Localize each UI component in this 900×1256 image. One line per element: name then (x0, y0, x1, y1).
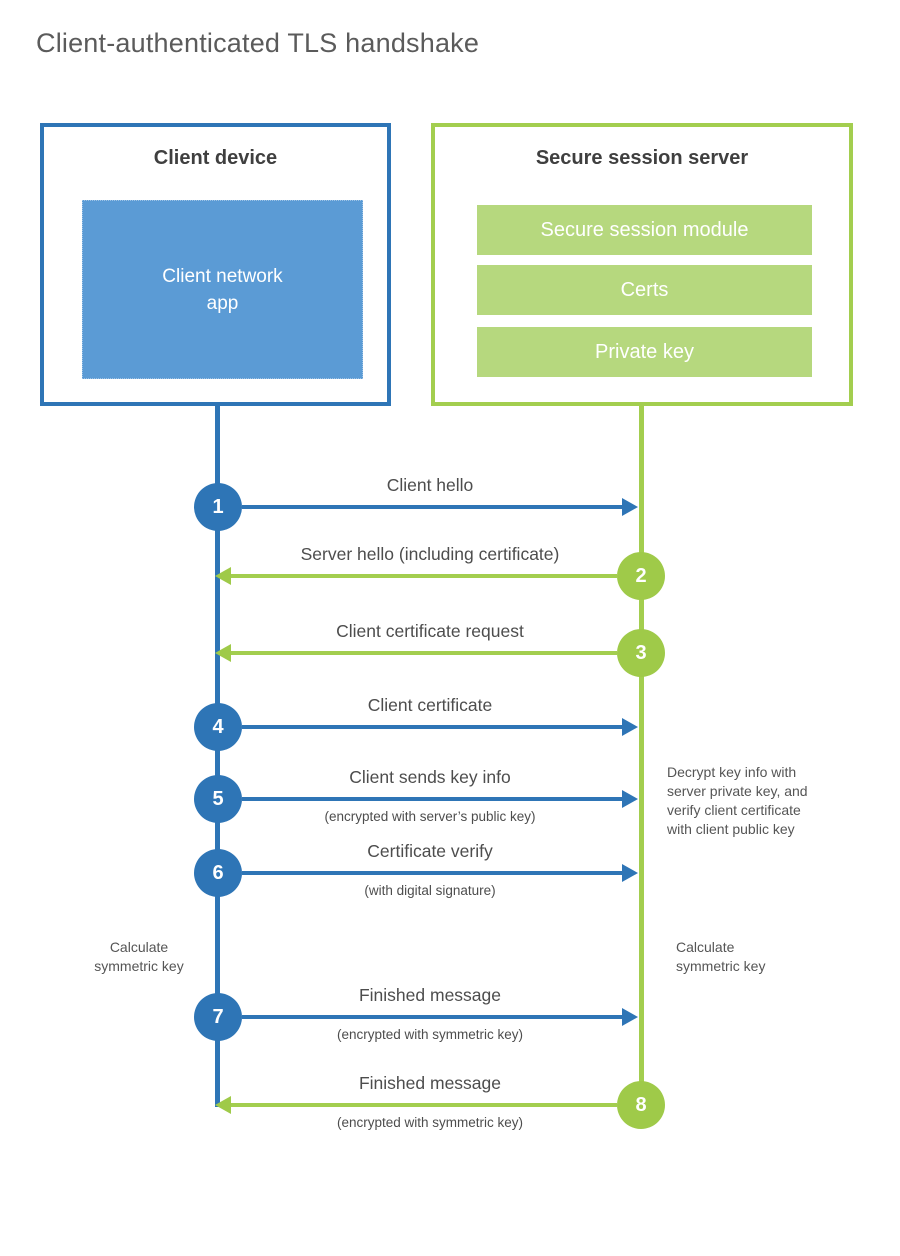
step-8-label: Finished message (358, 1073, 502, 1093)
step-7-arrow (242, 1015, 623, 1019)
calculate-symmetric-key-note-server: Calculate symmetric key (676, 939, 766, 974)
step-7-label: Finished message (358, 985, 502, 1005)
server-module-certs: Certs (477, 265, 812, 315)
step-1-badge: 1 (194, 483, 242, 531)
step-5-arrow (242, 797, 623, 801)
arrowhead-right-icon (622, 790, 638, 808)
secure-session-server-title: Secure session server (535, 147, 749, 169)
page-title: Client-authenticated TLS handshake (36, 28, 480, 58)
step-5-label: Client sends key info (349, 767, 511, 787)
step-4-arrow (242, 725, 623, 729)
server-module-secure-session: Secure session module (477, 205, 812, 255)
arrowhead-right-icon (622, 864, 638, 882)
step-4-number: 4 (212, 715, 224, 738)
step-6-number: 6 (212, 861, 224, 884)
step-6-sublabel: (with digital signature) (364, 883, 496, 898)
step-4-label: Client certificate (367, 695, 493, 715)
decrypt-key-note: Decrypt key info with server private key… (667, 764, 808, 837)
arrowhead-right-icon (622, 498, 638, 516)
step-5-sublabel: (encrypted with server’s public key) (324, 809, 536, 824)
client-device-box: Client device Client network app (40, 123, 391, 406)
step-5-number: 5 (212, 787, 224, 810)
step-1-arrow (242, 505, 623, 509)
step-8-number: 8 (635, 1093, 647, 1116)
arrowhead-left-icon (215, 1096, 231, 1114)
arrowhead-right-icon (622, 1008, 638, 1026)
step-4-badge: 4 (194, 703, 242, 751)
step-7-badge: 7 (194, 993, 242, 1041)
step-2-badge: 2 (617, 552, 665, 600)
step-6-label: Certificate verify (367, 841, 493, 861)
step-1-number: 1 (212, 495, 224, 518)
step-7-number: 7 (212, 1005, 224, 1028)
arrowhead-left-icon (215, 644, 231, 662)
client-network-app-box: Client network app (82, 200, 363, 379)
step-8-badge: 8 (617, 1081, 665, 1129)
step-1-label: Client hello (386, 475, 474, 495)
step-8-arrow (231, 1103, 617, 1107)
server-lifeline (639, 405, 644, 1105)
client-device-title: Client device (153, 147, 278, 169)
step-3-label: Client certificate request (336, 621, 524, 641)
step-6-badge: 6 (194, 849, 242, 897)
step-3-number: 3 (635, 641, 647, 664)
arrowhead-left-icon (215, 567, 231, 585)
server-module-private-key: Private key (477, 327, 812, 377)
step-5-badge: 5 (194, 775, 242, 823)
step-2-number: 2 (635, 564, 647, 587)
step-2-label: Server hello (including certificate) (300, 544, 560, 564)
step-2-arrow (231, 574, 617, 578)
secure-session-server-box: Secure session server Secure session mod… (431, 123, 853, 406)
calculate-symmetric-key-note-client: Calculate symmetric key (94, 939, 184, 974)
arrowhead-right-icon (622, 718, 638, 736)
client-lifeline (215, 405, 220, 1107)
step-7-sublabel: (encrypted with symmetric key) (336, 1027, 524, 1042)
step-3-arrow (231, 651, 617, 655)
step-3-badge: 3 (617, 629, 665, 677)
step-8-sublabel: (encrypted with symmetric key) (336, 1115, 524, 1130)
step-6-arrow (242, 871, 623, 875)
